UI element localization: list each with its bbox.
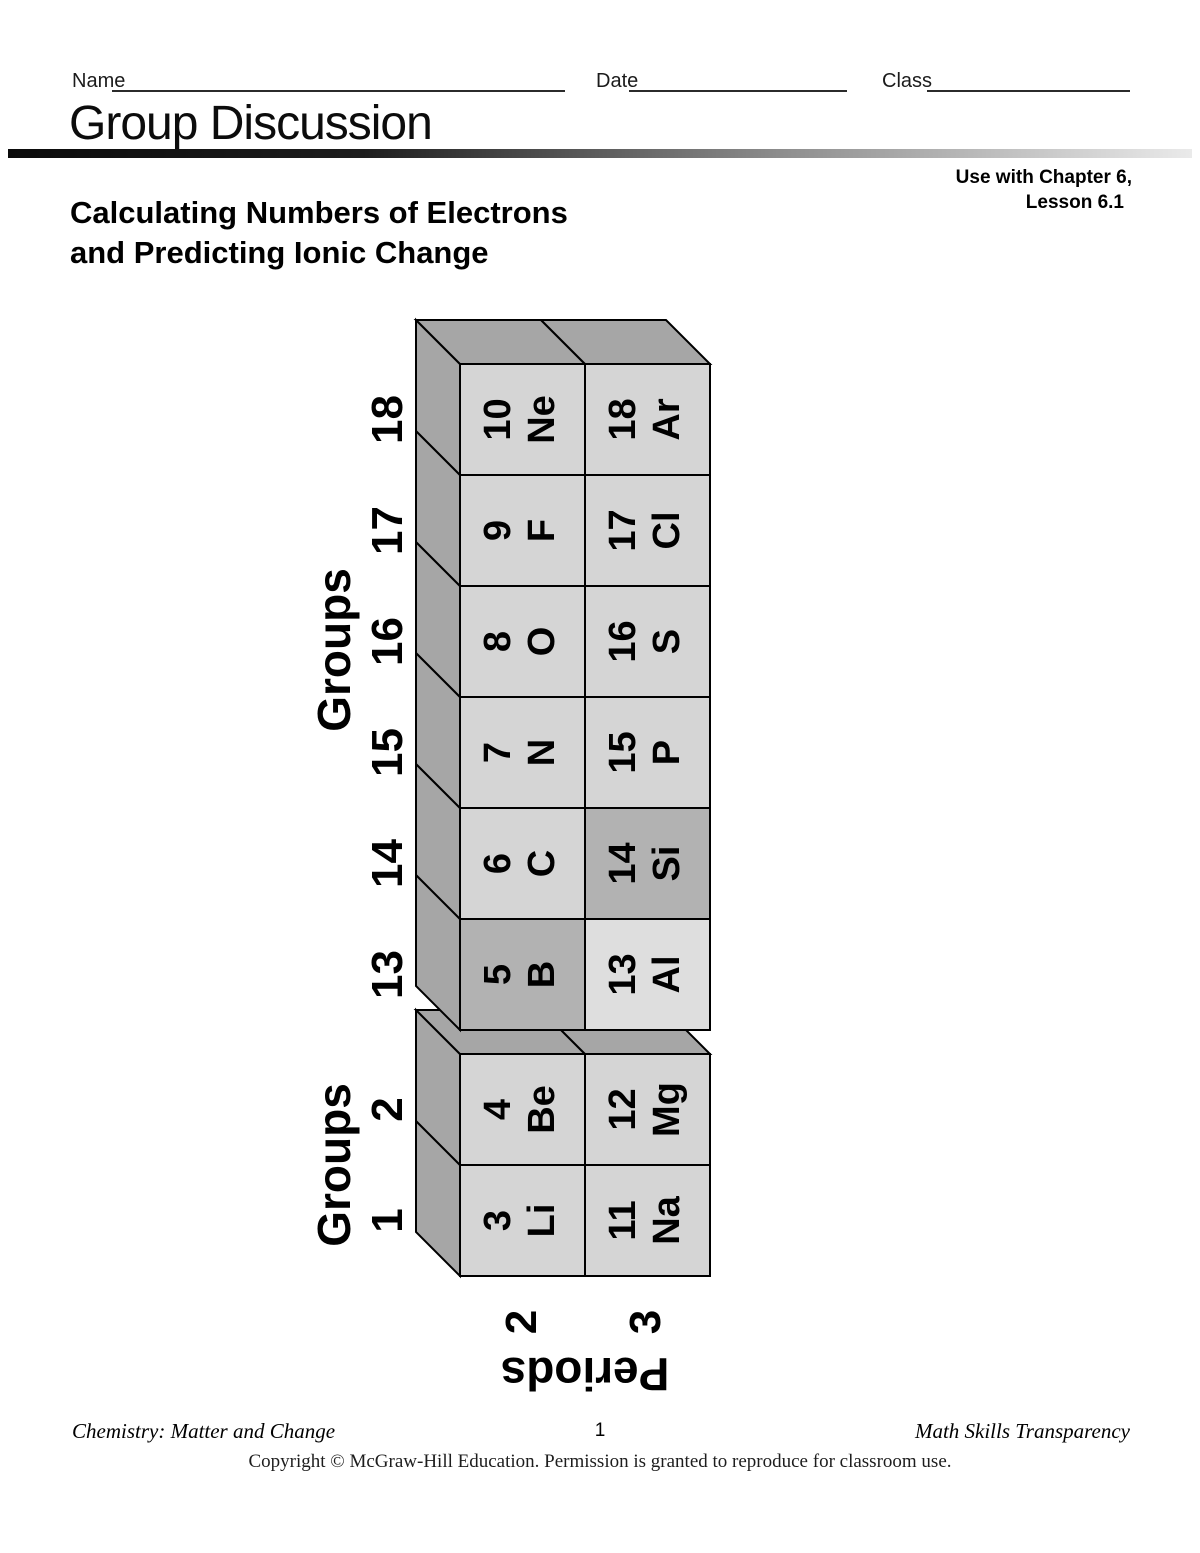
element-cell-b: 5 B <box>459 918 586 1031</box>
cell-box <box>584 1053 711 1166</box>
element-cell-mg: 12 Mg <box>584 1053 711 1166</box>
group-number-15: 15 <box>363 728 412 777</box>
periodic-table-figure: 3 Li 4 Be 11 Na 12 Mg <box>290 316 720 1416</box>
group-number-14: 14 <box>363 839 412 888</box>
element-symbol: C <box>521 850 563 877</box>
atomic-number: 4 <box>477 1099 519 1120</box>
element-cell-p: 15 P <box>584 696 711 809</box>
element-symbol: O <box>521 627 563 657</box>
page-title: Group Discussion <box>69 97 433 150</box>
usage-note-line2: Lesson 6.1 <box>1025 192 1124 213</box>
element-cell-c: 6 C <box>459 807 586 920</box>
element-symbol: Al <box>646 956 688 994</box>
element-symbol: B <box>521 961 563 988</box>
footer-page-number: 1 <box>594 1420 606 1441</box>
group-number-13: 13 <box>363 950 412 999</box>
atomic-number: 12 <box>602 1088 644 1130</box>
gradient-rule <box>8 149 1192 158</box>
element-symbol: Ne <box>521 395 563 444</box>
element-cell-na: 11 Na <box>584 1164 711 1277</box>
group-number-18: 18 <box>363 395 412 444</box>
lesson-title-line2: and Predicting Ionic Change <box>70 235 489 270</box>
period-number-2: 2 <box>497 1310 546 1334</box>
periodic-table-svg: 3 Li 4 Be 11 Na 12 Mg <box>308 317 713 1400</box>
name-blank-line[interactable] <box>112 90 565 92</box>
element-symbol: N <box>521 739 563 766</box>
atomic-number: 6 <box>477 853 519 874</box>
class-label: Class <box>882 70 933 92</box>
group-number-17: 17 <box>363 506 412 555</box>
element-symbol: Si <box>646 846 688 882</box>
usage-note-line1: Use with Chapter 6, <box>955 167 1132 188</box>
atomic-number: 5 <box>477 964 519 985</box>
element-cell-be: 4 Be <box>459 1053 586 1166</box>
block-groups-13-18: 5 B 6 C 7 N 8 O <box>413 317 713 1033</box>
block-groups-1-2: 3 Li 4 Be 11 Na 12 Mg <box>413 1007 713 1279</box>
element-cell-al: 13 Al <box>584 918 711 1031</box>
periods-label: Periods <box>501 1348 670 1400</box>
groups-label-alkali: Groups <box>308 1083 360 1247</box>
element-symbol: Li <box>521 1204 563 1238</box>
atomic-number: 18 <box>602 398 644 440</box>
element-cell-f: 9 F <box>459 474 586 587</box>
atomic-number: 14 <box>602 842 644 884</box>
figure-labels: Groups Groups 1 2 13 14 15 16 17 18 2 3 … <box>308 395 670 1400</box>
cell-box <box>584 363 711 476</box>
lesson-title-line1: Calculating Numbers of Electrons <box>70 195 568 230</box>
group-number-16: 16 <box>363 617 412 666</box>
name-label: Name <box>72 70 126 92</box>
atomic-number: 17 <box>602 509 644 551</box>
element-cell-si: 14 Si <box>584 807 711 920</box>
lesson-title: Calculating Numbers of Electrons and Pre… <box>70 193 568 273</box>
element-symbol: F <box>521 519 563 542</box>
period-number-3: 3 <box>621 1310 670 1334</box>
class-blank-line[interactable] <box>927 90 1130 92</box>
atomic-number: 11 <box>602 1200 644 1240</box>
atomic-number: 10 <box>477 398 519 440</box>
element-symbol: Na <box>646 1195 688 1244</box>
element-symbol: P <box>646 740 688 765</box>
element-symbol: Be <box>521 1085 563 1134</box>
element-cell-n: 7 N <box>459 696 586 809</box>
element-symbol: Ar <box>646 398 688 440</box>
element-cell-cl: 17 Cl <box>584 474 711 587</box>
element-symbol: Mg <box>646 1082 688 1137</box>
element-symbol: Cl <box>646 512 688 550</box>
date-blank-line[interactable] <box>629 90 847 92</box>
atomic-number: 15 <box>602 731 644 773</box>
element-cell-o: 8 O <box>459 585 586 698</box>
usage-note: Use with Chapter 6, Lesson 6.1 <box>956 165 1132 215</box>
atomic-number: 7 <box>477 742 519 763</box>
element-cell-ar: 18 Ar <box>584 363 711 476</box>
element-cell-li: 3 Li <box>459 1164 586 1277</box>
atomic-number: 13 <box>602 953 644 995</box>
element-symbol: S <box>646 629 688 654</box>
footer-book-title: Chemistry: Matter and Change <box>72 1419 336 1443</box>
groups-label-main: Groups <box>308 568 360 732</box>
element-cell-ne: 10 Ne <box>459 363 586 476</box>
footer-series-title: Math Skills Transparency <box>914 1419 1130 1443</box>
atomic-number: 16 <box>602 620 644 662</box>
atomic-number: 3 <box>477 1210 519 1231</box>
date-label: Date <box>596 70 639 92</box>
group-number-1: 1 <box>363 1208 412 1232</box>
footer-copyright: Copyright © McGraw-Hill Education. Permi… <box>248 1451 952 1472</box>
group-number-2: 2 <box>363 1097 412 1121</box>
atomic-number: 8 <box>477 631 519 652</box>
element-cell-s: 16 S <box>584 585 711 698</box>
atomic-number: 9 <box>477 520 519 541</box>
